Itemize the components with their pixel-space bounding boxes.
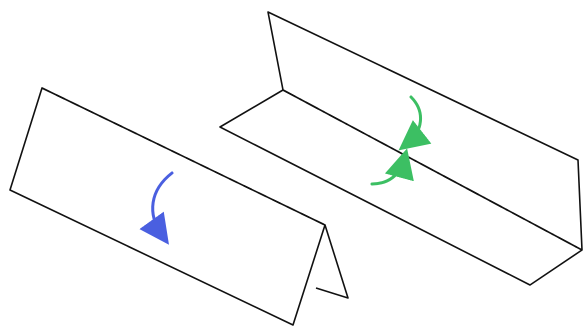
horizontal-panel	[219, 89, 583, 286]
valley-fold-arrow	[139, 171, 174, 245]
tent-front-panel	[9, 87, 326, 326]
mountain-fold-arrow-bottom	[370, 148, 414, 186]
vertical-panel	[267, 11, 583, 251]
mountain-fold-figure	[219, 11, 583, 286]
valley-fold-line	[41, 87, 326, 226]
valley-fold-figure	[9, 87, 349, 326]
mountain-fold-arrow-top	[398, 95, 432, 151]
mountain-fold-line	[282, 89, 583, 251]
tent-back-panel	[315, 224, 349, 299]
